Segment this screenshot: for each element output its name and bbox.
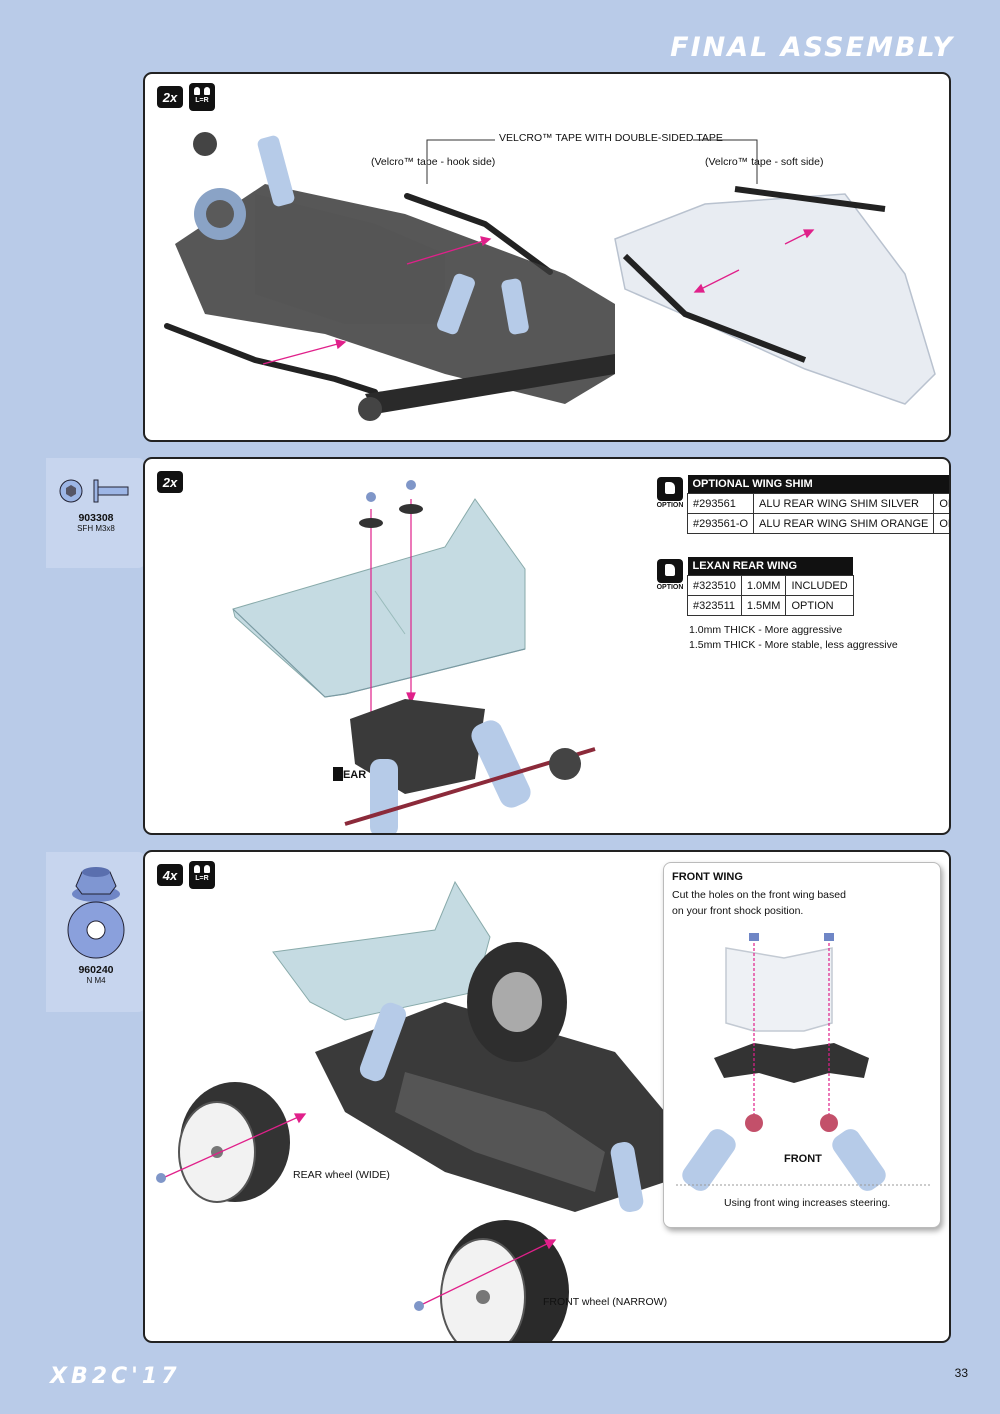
table-cell: ALU REAR WING SHIM SILVER <box>753 493 935 514</box>
step3-panel: 4x L=R REAR wheel (WIDE) FRONT wheel (NA… <box>143 850 951 1343</box>
table-cell: #293561-O <box>686 513 755 534</box>
part-number: 903308 <box>78 512 114 524</box>
front-wing-title: FRONT WING <box>672 871 743 883</box>
velcro-label: VELCRO™ TAPE WITH DOUBLE-SIDED TAPE <box>499 132 723 144</box>
lexan-wing-table: LEXAN REAR WING #323510 1.0MM INCLUDED #… <box>687 557 854 616</box>
part-description: N M4 <box>86 976 106 985</box>
wing-shim-table: OPTIONAL WING SHIM #293561 ALU REAR WING… <box>686 475 949 534</box>
wing-shim-title: OPTIONAL WING SHIM <box>687 475 949 494</box>
left-right-icon: L=R <box>189 861 215 889</box>
note-line: 1.0mm THICK - More aggressive <box>689 624 843 636</box>
quantity-badge: 2x <box>157 471 183 493</box>
rear-label: REAR <box>335 769 367 781</box>
table-cell: 1.5MM <box>740 595 787 616</box>
lexan-wing-title: LEXAN REAR WING <box>687 557 854 576</box>
option-icon: OPTION <box>655 477 685 509</box>
screw-icon <box>59 479 129 503</box>
note-line: 1.5mm THICK - More stable, less aggressi… <box>689 639 898 651</box>
step1-panel: 2x L=R VELCRO™ TAPE WITH DOUBLE-SIDED TA… <box>143 72 951 442</box>
thickness-notes: 1.0mm THICK - More aggressive 1.5mm THIC… <box>689 623 898 653</box>
soft-side-label: (Velcro™ tape - soft side) <box>705 156 824 168</box>
part-description: SFH M3x8 <box>77 524 115 533</box>
page-title: FINAL ASSEMBLY <box>670 32 954 63</box>
quantity-badge: 2x <box>157 86 183 108</box>
table-cell: ALU REAR WING SHIM ORANGE <box>753 513 935 534</box>
table-cell: #323511 <box>687 595 742 616</box>
part-tab-nut: 960240 N M4 <box>46 852 146 1012</box>
front-wing-caption: Using front wing increases steering. <box>724 1197 891 1209</box>
part-tab-screw: 903308 SFH M3x8 <box>46 458 146 568</box>
front-wheel-label: FRONT wheel (NARROW) <box>543 1296 668 1308</box>
option-icon: OPTION <box>655 559 685 591</box>
rear-wheel-label: REAR wheel (WIDE) <box>293 1169 390 1181</box>
left-right-icon: L=R <box>189 83 215 111</box>
car-wheels-illustration <box>156 880 665 1341</box>
front-wing-desc-2: on your front shock position. <box>672 905 804 917</box>
front-label: FRONT <box>784 1153 822 1165</box>
hook-side-label: (Velcro™ tape - hook side) <box>371 156 496 168</box>
table-cell: #293561 <box>686 493 755 514</box>
nut-icon <box>67 867 125 959</box>
step2-panel: 2x REAR OPTION OPTIONAL WING SHIM #29356… <box>143 457 951 835</box>
quantity-badge: 4x <box>157 864 183 886</box>
table-cell: INCLUDED <box>785 575 854 596</box>
page-number: 33 <box>954 1366 968 1380</box>
chassis-velcro-illustration <box>164 132 936 421</box>
front-wing-illustration <box>676 933 932 1191</box>
table-cell: 1.0MM <box>740 575 787 596</box>
table-cell: #323510 <box>687 575 742 596</box>
front-wing-desc-1: Cut the holes on the front wing based <box>672 889 846 901</box>
rear-wing-illustration <box>232 480 596 833</box>
part-number: 960240 <box>78 964 114 976</box>
product-logo: XB2C'17 <box>50 1364 181 1389</box>
front-wing-inset: FRONT WING Cut the holes on the front wi… <box>663 862 941 1228</box>
table-cell: OPTION <box>933 513 949 534</box>
table-cell: OPTION <box>933 493 949 514</box>
table-cell: OPTION <box>785 595 854 616</box>
